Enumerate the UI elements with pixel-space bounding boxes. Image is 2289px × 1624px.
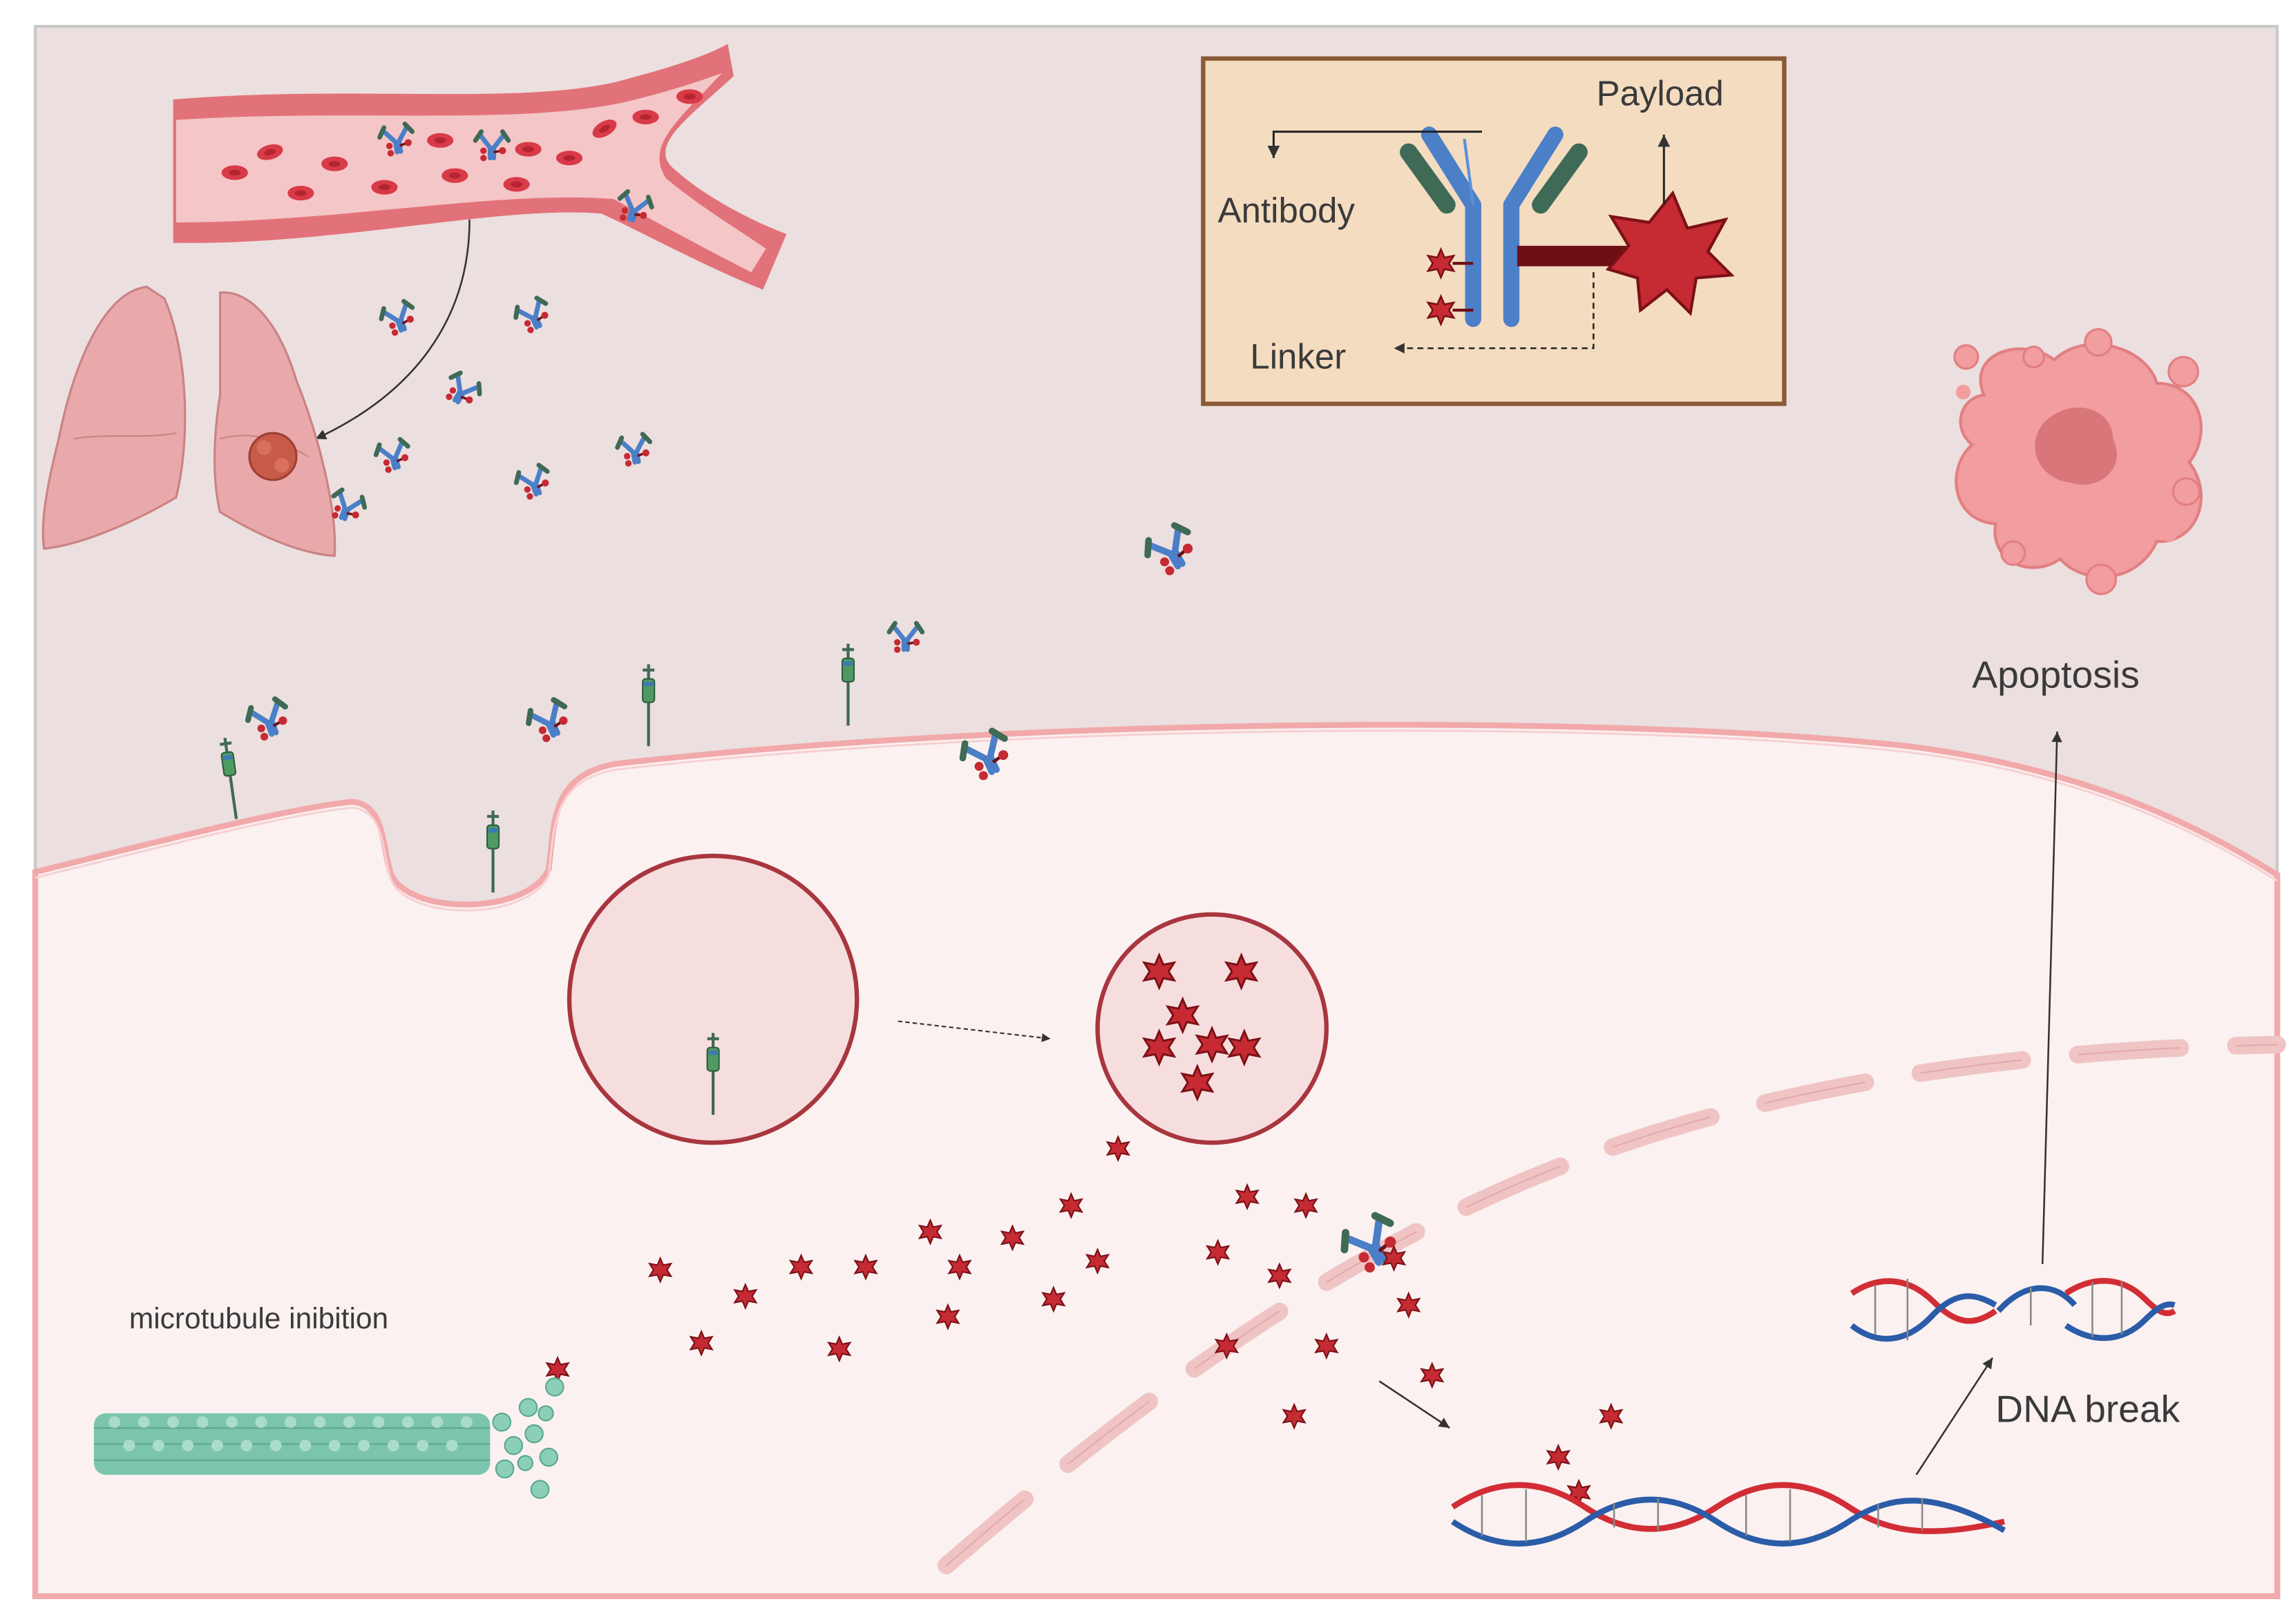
blood-vessel xyxy=(173,44,787,290)
dna-broken xyxy=(1850,1278,2176,1342)
linker-label: Linker xyxy=(1250,337,1346,376)
payload-label: Payload xyxy=(1597,74,1724,113)
apoptosis-label: Apoptosis xyxy=(1972,653,2139,696)
dna-break-label: DNA break xyxy=(1995,1388,2180,1431)
lung-tumor xyxy=(248,432,298,481)
microtubule xyxy=(93,1377,564,1499)
dna-intact xyxy=(1451,1482,2006,1547)
lysosome xyxy=(1095,912,1329,1145)
lungs xyxy=(41,285,336,557)
endosome xyxy=(567,853,1407,1279)
microtubule-label: microtubule inibition xyxy=(129,1302,388,1335)
antibody-label: Antibody xyxy=(1218,191,1356,230)
adc-structure-inset: Antibody Payload Linker xyxy=(1201,56,1787,406)
apoptotic-cell xyxy=(1953,327,2203,595)
